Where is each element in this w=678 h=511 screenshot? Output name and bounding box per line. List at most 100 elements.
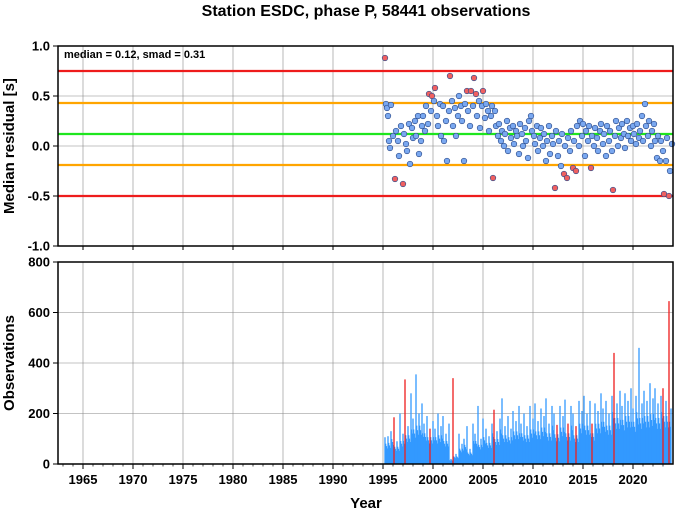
residual-point [603, 122, 611, 130]
residual-point [522, 137, 530, 145]
residual-point [593, 134, 601, 142]
y-tick-label: 200 [28, 406, 50, 421]
residual-point [491, 107, 499, 115]
residual-point [557, 162, 565, 170]
residual-point [621, 144, 629, 152]
residual-point [594, 147, 602, 155]
residual-point [386, 144, 394, 152]
y-tick-label: -0.5 [28, 189, 50, 204]
x-tick-label: 1975 [169, 472, 198, 487]
residual-point [411, 117, 419, 125]
residual-point [434, 122, 442, 130]
residual-point [606, 127, 614, 135]
residual-points [381, 54, 676, 200]
residual-point [632, 140, 640, 148]
residual-point [627, 137, 635, 145]
residual-point [487, 112, 495, 120]
residual-panel: 1.00.50.0-0.5-1.0 median = 0.12, smad = … [1, 39, 676, 254]
residual-point [539, 142, 547, 150]
residual-point [507, 134, 515, 142]
residual-point [433, 112, 441, 120]
residual-point [644, 132, 652, 140]
residual-point [663, 134, 671, 142]
residual-point [427, 107, 435, 115]
residual-point [437, 132, 445, 140]
residual-point [614, 142, 622, 150]
residual-point [654, 132, 662, 140]
residual-point [449, 122, 457, 130]
residual-point [519, 142, 527, 150]
residual-point [497, 137, 505, 145]
residual-point [590, 142, 598, 150]
x-tick-label: 1990 [319, 472, 348, 487]
residual-point [618, 120, 626, 128]
residual-point [521, 124, 529, 132]
residual-point [540, 130, 548, 138]
observation-bars [384, 301, 672, 464]
observations-y-label: Observations [1, 315, 18, 411]
residual-point [466, 122, 474, 130]
residual-point [542, 157, 550, 165]
outlier-point [391, 175, 399, 183]
residual-point [545, 122, 553, 130]
residual-point [605, 137, 613, 145]
residual-point [566, 147, 574, 155]
residual-point [575, 142, 583, 150]
residual-point [599, 140, 607, 148]
y-tick-label: 1.0 [32, 39, 50, 54]
residual-point [570, 137, 578, 145]
residual-point [509, 122, 517, 130]
residual-point [668, 140, 676, 148]
residual-point [584, 137, 592, 145]
residual-point [400, 130, 408, 138]
residual-point [464, 107, 472, 115]
residual-point [659, 147, 667, 155]
residual-point [543, 137, 551, 145]
residual-point [624, 132, 632, 140]
residual-point [534, 147, 542, 155]
x-tick-label: 2020 [619, 472, 648, 487]
residual-point [384, 112, 392, 120]
residual-point [510, 140, 518, 148]
residual-point [645, 117, 653, 125]
residual-point [657, 137, 665, 145]
residual-point [440, 137, 448, 145]
residual-point [611, 132, 619, 140]
residual-point [448, 97, 456, 105]
residual-point [488, 102, 496, 110]
chart-title: Station ESDC, phase P, 58441 observation… [202, 3, 531, 20]
residual-point [418, 122, 426, 130]
residual-point [504, 147, 512, 155]
residual-point [537, 124, 545, 132]
x-tick-label: 1985 [269, 472, 298, 487]
residual-point [554, 152, 562, 160]
residual-point [549, 140, 557, 148]
residual-point [524, 154, 532, 162]
residual-point [389, 132, 397, 140]
residual-point [648, 127, 656, 135]
residual-point [608, 147, 616, 155]
outlier-point [551, 184, 559, 192]
residual-point [481, 114, 489, 122]
residual-point [641, 100, 649, 108]
residual-point [422, 102, 430, 110]
y-tick-label: -1.0 [28, 239, 50, 254]
y-tick-label: 0.5 [32, 89, 50, 104]
outlier-point [489, 174, 497, 182]
residual-point [415, 150, 423, 158]
residual-point [597, 120, 605, 128]
residual-point [518, 130, 526, 138]
residual-point [455, 92, 463, 100]
residual-point [600, 130, 608, 138]
residual-point [387, 101, 395, 109]
x-tick-label: 1980 [219, 472, 248, 487]
x-tick-label: 2015 [569, 472, 598, 487]
stats-annotation: median = 0.12, smad = 0.31 [64, 49, 205, 61]
outlier-point [479, 87, 487, 95]
residual-point [408, 124, 416, 132]
residual-point [581, 152, 589, 160]
residual-point [591, 124, 599, 132]
residual-point [451, 104, 459, 112]
residual-point [500, 142, 508, 150]
